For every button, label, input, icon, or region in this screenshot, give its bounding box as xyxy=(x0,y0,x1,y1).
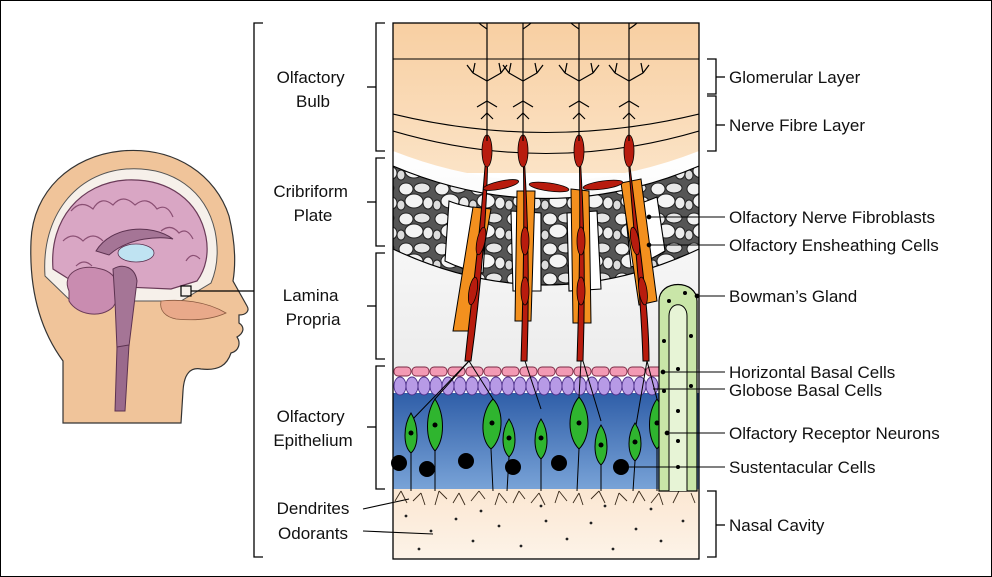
label-olfactory-receptor-neurons: Olfactory Receptor Neurons xyxy=(729,424,940,443)
label-nasal-cavity: Nasal Cavity xyxy=(729,516,825,535)
nasal-cavity-region xyxy=(393,489,699,559)
label-lamina-propria: Lamina Propria xyxy=(283,286,344,329)
label-globose-basal-cells: Globose Basal Cells xyxy=(729,381,882,400)
label-cribriform-plate: Cribriform Plate xyxy=(273,182,352,225)
label-bowmans-gland: Bowman’s Gland xyxy=(729,287,857,306)
label-dendrites: Dendrites xyxy=(277,499,350,518)
label-nerve-fibre-layer: Nerve Fibre Layer xyxy=(729,116,865,135)
label-odorants: Odorants xyxy=(278,524,348,543)
label-sustentacular-cells: Sustentacular Cells xyxy=(729,458,875,477)
left-outer-bracket xyxy=(254,23,263,557)
label-olfactory-nerve-fibroblasts: Olfactory Nerve Fibroblasts xyxy=(729,208,935,227)
label-olfactory-epithelium: Olfactory Epithelium xyxy=(273,407,352,450)
label-glomerular-layer: Glomerular Layer xyxy=(729,68,861,87)
bowmans-gland xyxy=(659,285,697,492)
label-horizontal-basal-cells: Horizontal Basal Cells xyxy=(729,363,895,382)
head-illustration xyxy=(31,150,254,423)
cerebellum xyxy=(67,267,118,314)
olfactory-bulb-region xyxy=(393,23,699,173)
globose-basal-cells xyxy=(394,377,658,395)
left-layer-brackets xyxy=(367,23,385,489)
label-olfactory-bulb: Olfactory Bulb xyxy=(277,68,350,111)
label-olfactory-ensheathing-cells: Olfactory Ensheathing Cells xyxy=(729,236,939,255)
right-brackets xyxy=(707,59,725,557)
ventricle xyxy=(118,244,154,262)
